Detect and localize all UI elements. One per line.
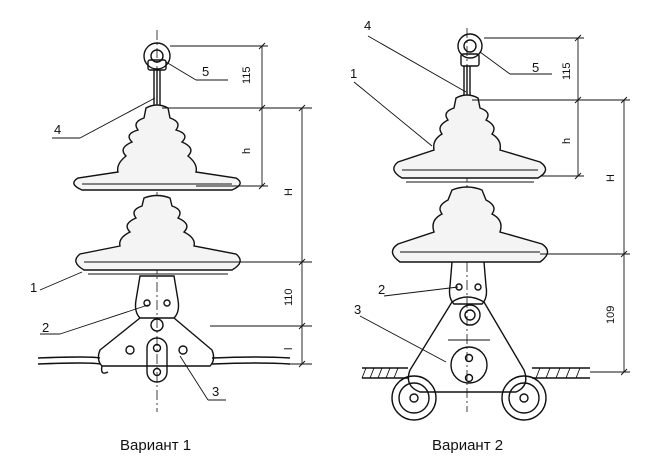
v2-dim-109: 109 — [605, 306, 617, 324]
v1-dim-H: H — [283, 188, 295, 196]
v1-label-2: 2 — [42, 320, 49, 335]
v1-dim-l: l — [283, 348, 295, 350]
v2-dim-h: h — [561, 138, 573, 144]
v2-leaders — [353, 35, 552, 363]
v1-bracket — [97, 275, 215, 383]
v1-label-4: 4 — [54, 122, 61, 137]
v1-eye-ring — [143, 42, 171, 108]
v2-label-2: 2 — [378, 282, 385, 297]
v2-upper-insulator — [393, 94, 547, 183]
v1-dim-h: h — [241, 148, 253, 154]
v2-dimensions — [472, 34, 630, 376]
v2-lower-insulator — [391, 186, 549, 263]
v1-caption: Вариант 1 — [120, 437, 191, 454]
v1-wire — [37, 356, 291, 365]
v2-label-1: 1 — [350, 66, 357, 81]
v2-dim-115: 115 — [561, 62, 573, 80]
v2-label-4: 4 — [364, 18, 371, 33]
v1-dim-115: 115 — [241, 66, 253, 84]
v2-caption: Вариант 2 — [432, 437, 503, 454]
v1-lower-insulator — [75, 194, 241, 275]
v2-right-roller — [501, 375, 547, 421]
v1-label-3: 3 — [212, 384, 219, 399]
v1-dimensions — [162, 42, 312, 368]
v1-label-1: 1 — [30, 280, 37, 295]
v1-label-5: 5 — [202, 64, 209, 79]
v1-upper-insulator — [73, 104, 241, 191]
v2-label-5: 5 — [532, 60, 539, 75]
variant-1: 5 4 1 2 3 115 h H 110 l Вариант 1 — [30, 30, 312, 454]
variant-2: 4 5 1 2 3 115 h H 109 Вариант 2 — [350, 18, 630, 454]
v2-triangle-plate — [407, 296, 527, 393]
v1-leaders — [39, 61, 228, 401]
v2-eye-ring — [457, 33, 483, 98]
v1-dim-110: 110 — [283, 288, 295, 306]
v2-dim-H: H — [605, 174, 617, 182]
v2-cable — [361, 367, 590, 379]
v2-left-roller — [391, 375, 437, 421]
v2-label-3: 3 — [354, 302, 361, 317]
